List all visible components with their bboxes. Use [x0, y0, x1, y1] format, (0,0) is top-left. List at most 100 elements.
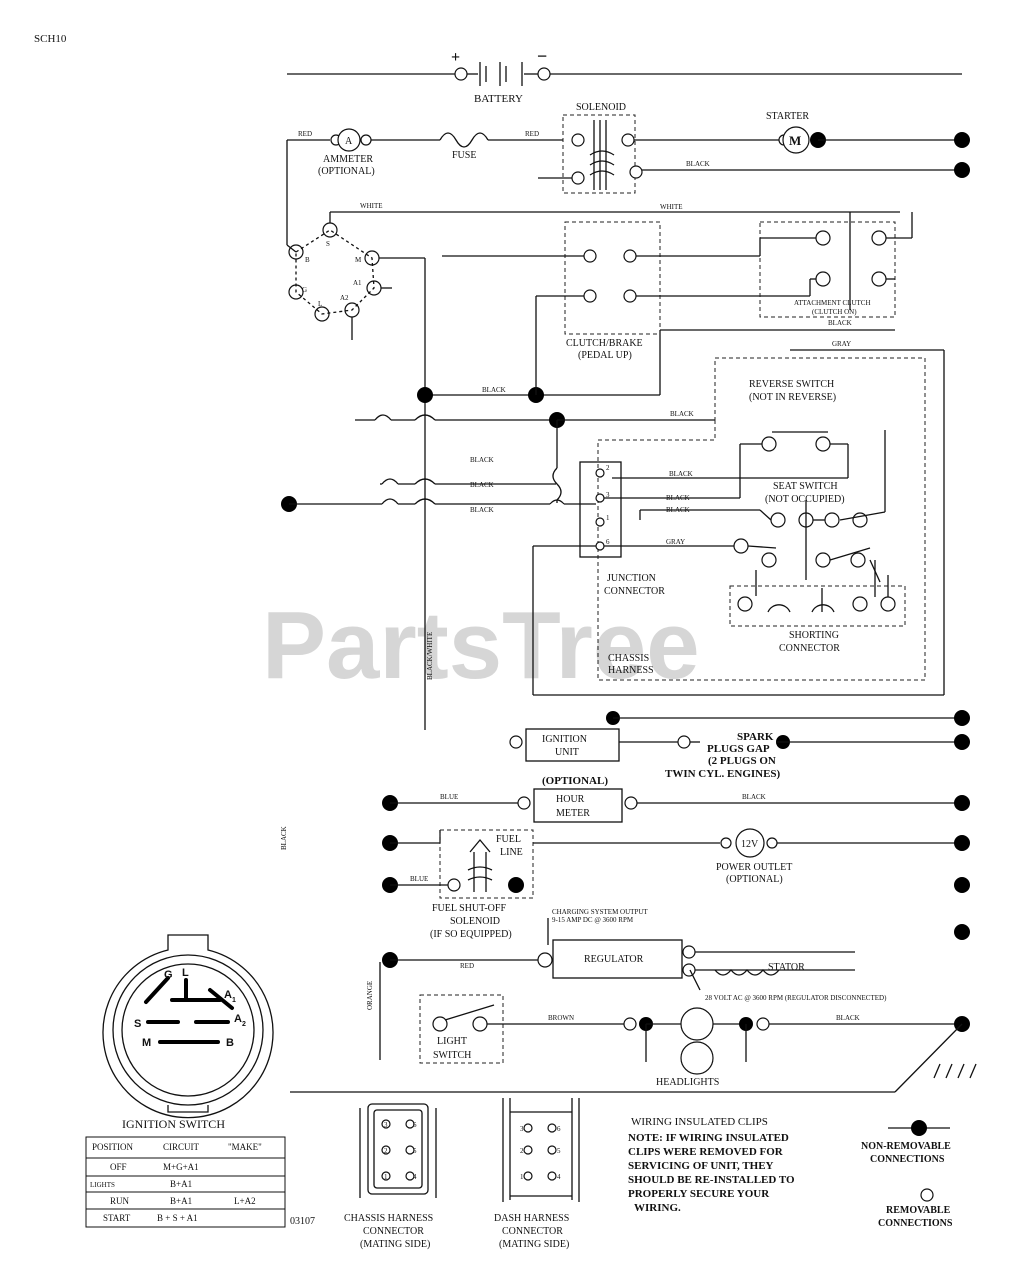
power-outlet-symbol: 12V [741, 839, 759, 850]
wire-white-2: WHITE [660, 203, 683, 211]
ign-letter-a2-sub: 2 [242, 1021, 246, 1028]
clutch-brake-switch: CLUTCH/BRAKE (PEDAL UP) [442, 221, 810, 361]
regulator: CHARGING SYSTEM OUTPUT 9-15 AMP DC @ 360… [366, 908, 887, 1060]
table-header-circuit: CIRCUIT [163, 1142, 200, 1152]
dash-pin-1: 1 [520, 1173, 524, 1181]
main-harness: BLACK BLACK GRAY [355, 296, 945, 696]
chassis-harness-label-2: HARNESS [608, 665, 654, 676]
seat-label-2: (NOT OCCUPIED) [765, 494, 845, 505]
hour-meter-optional: (OPTIONAL) [542, 775, 608, 787]
note-line-3: CLIPS WERE REMOVED FOR [628, 1146, 784, 1158]
wire-gray-r: GRAY [666, 538, 685, 546]
ammeter-label: AMMETER [323, 154, 373, 165]
ammeter-optional: (OPTIONAL) [318, 166, 375, 177]
fuel-solenoid-label-2: SOLENOID [450, 916, 500, 927]
ign-letter-s: S [134, 1018, 141, 1030]
chassis-pin-4: 4 [413, 1173, 417, 1181]
wire-black-j1: BLACK [470, 456, 494, 464]
fuel-line-label: FUEL [496, 834, 521, 845]
wire-red-2: RED [525, 130, 539, 138]
terminal-l: L [318, 300, 322, 308]
ammeter: A RED AMMETER (OPTIONAL) [286, 128, 440, 245]
wire-black-mid: BLACK [482, 386, 506, 394]
battery-minus: − [537, 46, 547, 66]
nonremovable-symbol [911, 1120, 927, 1136]
light-switch: LIGHT SWITCH BROWN [419, 994, 624, 1064]
dash-pin-4: 4 [557, 1173, 561, 1181]
fuse-label: FUSE [452, 150, 476, 161]
spark-label: SPARK [737, 731, 774, 743]
ignition-switch-title: IGNITION SWITCH [122, 1117, 225, 1131]
wire-black-solenoid: BLACK [686, 160, 710, 168]
battery: + − BATTERY [287, 46, 962, 105]
wire-black-j3: BLACK [470, 506, 494, 514]
chassis-harness-connector: 3 6 2 5 1 4 CHASSIS HARNESS CONNECTOR (M… [344, 1103, 437, 1250]
seat-switch: SEAT SWITCH (NOT OCCUPIED) [733, 430, 886, 583]
ignition-table: POSITION CIRCUIT "MAKE" OFF M+G+A1 LIGHT… [85, 1136, 286, 1228]
hour-meter: (OPTIONAL) BLUE HOUR METER BLACK BLACK [280, 775, 970, 850]
dash-pin-3: 3 [520, 1125, 524, 1133]
solenoid: SOLENOID BLACK [538, 102, 960, 194]
clutch-label-2: (PEDAL UP) [578, 350, 632, 361]
fuse: FUSE RED [439, 130, 540, 161]
stator-note: 28 VOLT AC @ 3600 RPM (REGULATOR DISCONN… [705, 994, 887, 1002]
wire-red-1: RED [298, 130, 312, 138]
ign-letter-b: B [226, 1037, 234, 1049]
battery-plus: + [451, 49, 460, 66]
wire-gray-top: GRAY [832, 340, 851, 348]
shorting-label-2: CONNECTOR [779, 643, 840, 654]
doc-id: SCH10 [34, 33, 67, 45]
table-header-make: "MAKE" [228, 1142, 262, 1152]
chassis-harness-label: CHASSIS [608, 653, 649, 664]
drawing-number: 03107 [290, 1216, 315, 1227]
note-line-1: WIRING INSULATED CLIPS [631, 1116, 768, 1128]
note-line-5: SHOULD BE RE-INSTALLED TO [628, 1174, 795, 1186]
dash-connector-label-3: (MATING SIDE) [499, 1239, 569, 1250]
table-row-off-circuit: M+G+A1 [163, 1162, 199, 1172]
chassis-pin-3: 3 [384, 1121, 388, 1129]
solenoid-label: SOLENOID [576, 102, 626, 113]
wire-blue-1: BLUE [440, 793, 458, 801]
wire-black-r1: BLACK [669, 470, 693, 478]
power-outlet-label-2: (OPTIONAL) [726, 874, 783, 885]
fuel-solenoid-label: FUEL SHUT-OFF [432, 903, 506, 914]
dash-pin-6: 6 [557, 1125, 561, 1133]
dash-pin-5: 5 [557, 1147, 561, 1155]
table-row-off-position: OFF [110, 1162, 127, 1172]
junction-pin-1: 1 [606, 514, 610, 522]
power-outlet: 12V POWER OUTLET (OPTIONAL) [533, 828, 970, 940]
note-line-2: NOTE: IF WIRING INSULATED [628, 1132, 789, 1144]
table-row-lights-position: LIGHTS [90, 1181, 115, 1189]
wire-red-regulator: RED [460, 962, 474, 970]
dash-harness-connector: 3 6 2 5 1 4 DASH HARNESS CONNECTOR (MATI… [494, 1098, 580, 1250]
terminal-a1: A1 [353, 279, 362, 287]
chassis-pin-5: 5 [413, 1147, 417, 1155]
note-line-6: PROPERLY SECURE YOUR [628, 1188, 770, 1200]
removable-symbol [920, 1188, 934, 1202]
ign-letter-a2: A [234, 1013, 242, 1025]
watermark: PartsTree [262, 592, 700, 699]
table-row-run-make: L+A2 [234, 1196, 256, 1206]
hour-meter-label-2: METER [556, 808, 590, 819]
chassis-connector-label-2: CONNECTOR [363, 1226, 424, 1237]
starter: M STARTER [766, 111, 970, 178]
reverse-label-2: (NOT IN REVERSE) [749, 392, 836, 403]
hour-meter-label: HOUR [556, 794, 585, 805]
dash-connector-label-2: CONNECTOR [502, 1226, 563, 1237]
wire-black-headlights: BLACK [836, 1014, 860, 1022]
wire-white-1: WHITE [360, 202, 383, 210]
terminal-b: B [305, 256, 310, 264]
wire-black-j2: BLACK [470, 481, 494, 489]
clutch-label: CLUTCH/BRAKE [566, 338, 643, 349]
legend-removable-2: CONNECTIONS [878, 1218, 953, 1229]
table-row-lights-circuit: B+A1 [170, 1179, 192, 1189]
headlights: BLACK HEADLIGHTS [623, 1007, 970, 1088]
junction-connector: 2 3 1 6 JUNCTION CONNECTOR BLACK BLACK B… [532, 444, 760, 695]
wiring-clips-note: WIRING INSULATED CLIPS NOTE: IF WIRING I… [628, 1116, 795, 1214]
attach-label: ATTACHMENT CLUTCH [794, 299, 871, 307]
headlights-label: HEADLIGHTS [656, 1077, 719, 1088]
ignition-unit-label: IGNITION [542, 734, 587, 745]
ign-letter-a1-sub: 1 [232, 997, 236, 1004]
chassis-harness-region: CHASSIS HARNESS [597, 357, 926, 681]
wire-blue-2: BLUE [410, 875, 428, 883]
